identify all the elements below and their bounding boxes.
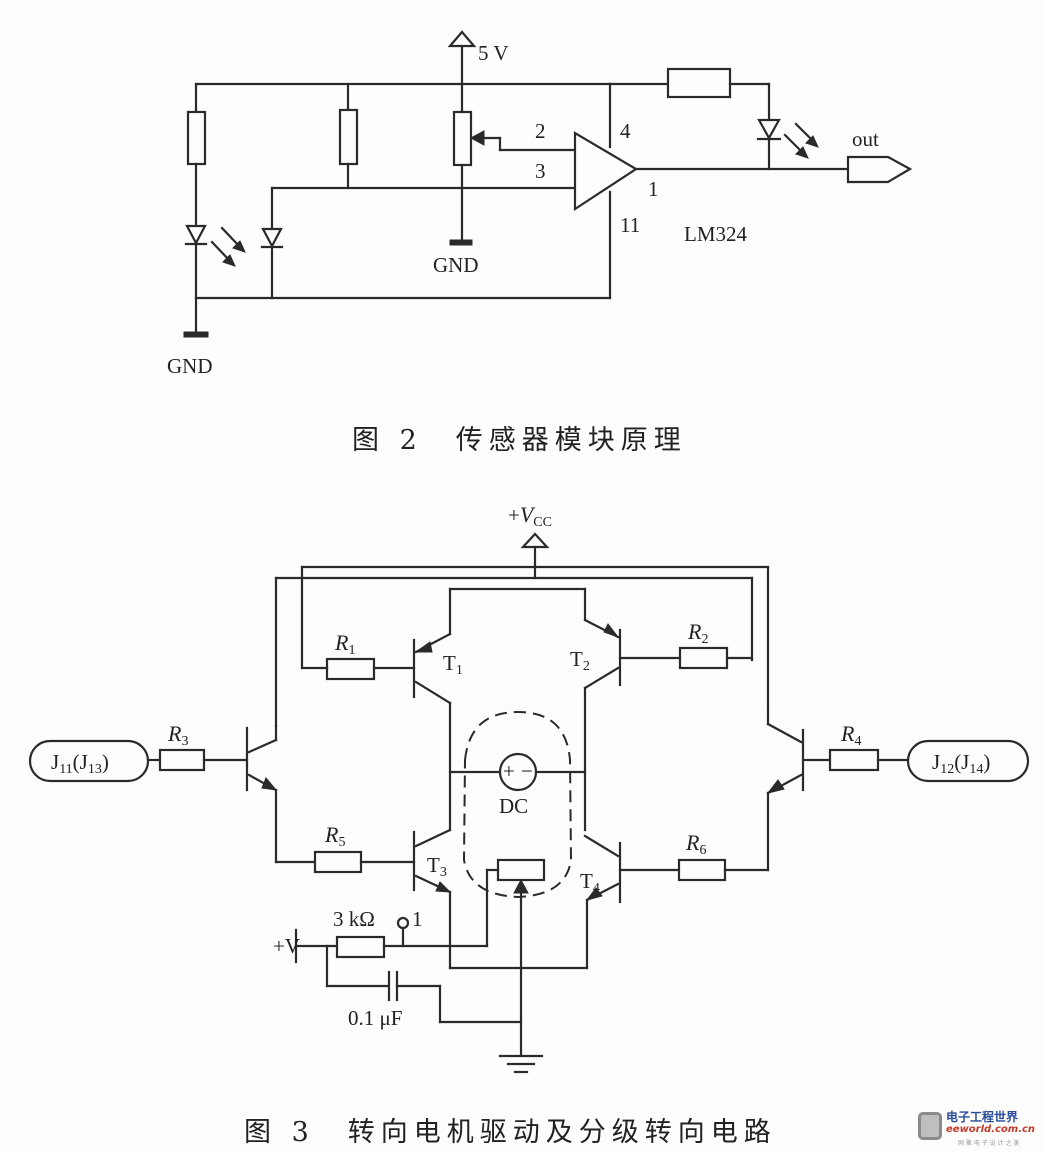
label-r3: R3 (167, 721, 188, 749)
transistor-t3 (412, 828, 452, 970)
figure3-caption: 图 3 转向电机驱动及分级转向电路 (244, 1117, 777, 1148)
label-j12-j14: J12(J14) (932, 750, 990, 777)
label-vcc: +VCC (508, 502, 552, 530)
watermark-site: eeworld.com.cn (946, 1124, 1036, 1135)
resistor-r1 (325, 657, 376, 681)
resistor-r2 (678, 646, 729, 670)
label-pin2: 2 (535, 119, 546, 143)
label-dc: DC (499, 794, 528, 818)
resistor-3k (335, 935, 386, 959)
label-r6: R6 (685, 830, 706, 858)
opamp-lm324 (573, 131, 639, 212)
transistor-t2 (583, 587, 622, 832)
label-r4: R4 (840, 721, 861, 749)
ir-emitter-led (184, 224, 246, 267)
label-out: out (852, 127, 879, 151)
figure3-hbridge-circuit: +VCC R1 T1 (28, 502, 1030, 1074)
label-t1: T1 (443, 651, 463, 678)
resistor-led-limit (666, 67, 732, 99)
label-r2: R2 (687, 619, 708, 647)
label-capacitor: 0.1 μF (348, 1006, 402, 1030)
mechanical-coupling-outline (462, 710, 573, 899)
ground-symbol (498, 1054, 544, 1074)
transistor-t1 (412, 587, 452, 832)
label-pin11: 11 (620, 213, 640, 237)
resistor-left (186, 110, 207, 166)
vcc-supply-symbol (520, 532, 550, 580)
label-5v: 5 V (478, 41, 509, 65)
label-tap-1: 1 (412, 907, 423, 931)
resistor-r4 (828, 748, 880, 772)
label-j11-j13: J11(J13) (51, 750, 109, 777)
eeworld-watermark: 电子工程世界 eeworld.com.cn 网 聚 电 子 设 计 之 美 (918, 1108, 1038, 1148)
label-r5: R5 (324, 822, 345, 850)
label-pin4: 4 (620, 119, 631, 143)
label-t4: T4 (580, 869, 600, 896)
resistor-r6 (677, 858, 727, 882)
label-gnd-pot: GND (433, 253, 479, 277)
transistor-t4 (583, 834, 622, 970)
watermark-tagline: 网 聚 电 子 设 计 之 美 (958, 1140, 1020, 1147)
test-point-1 (396, 916, 410, 930)
supply-5v-symbol (447, 30, 477, 86)
figure2-sensor-circuit: 5 V 2 3 4 1 11 LM324 out GND GND (167, 30, 913, 378)
resistor-r5 (313, 850, 363, 874)
connector-j12-j14 (906, 739, 1030, 783)
label-gnd-left: GND (167, 354, 213, 378)
feedback-potentiometer (496, 858, 546, 882)
motor-minus-sign: − (521, 759, 533, 783)
watermark-title: 电子工程世界 (946, 1110, 1019, 1124)
eeworld-logo-icon (918, 1112, 942, 1140)
resistor-r3 (158, 748, 206, 772)
label-r1: R1 (334, 630, 355, 658)
motor-plus-sign: + (503, 759, 515, 783)
gnd-symbol-left (183, 331, 209, 338)
transistor-left-driver (245, 724, 278, 864)
label-t2: T2 (570, 647, 590, 674)
indicator-led (756, 118, 819, 159)
gnd-symbol-pot (449, 239, 473, 246)
label-pin3: 3 (535, 159, 546, 183)
label-lm324: LM324 (684, 222, 748, 246)
label-plus-v: +V (273, 934, 300, 958)
label-pin1: 1 (648, 177, 659, 201)
figure2-caption: 图 2 传感器模块原理 (352, 425, 687, 456)
photodiode (260, 227, 284, 249)
resistor-middle (338, 108, 359, 166)
label-t3: T3 (427, 853, 447, 880)
potentiometer (452, 110, 473, 167)
transistor-right-driver (766, 710, 805, 872)
output-port-symbol (846, 155, 913, 184)
label-3k-ohm: 3 kΩ (333, 907, 375, 931)
